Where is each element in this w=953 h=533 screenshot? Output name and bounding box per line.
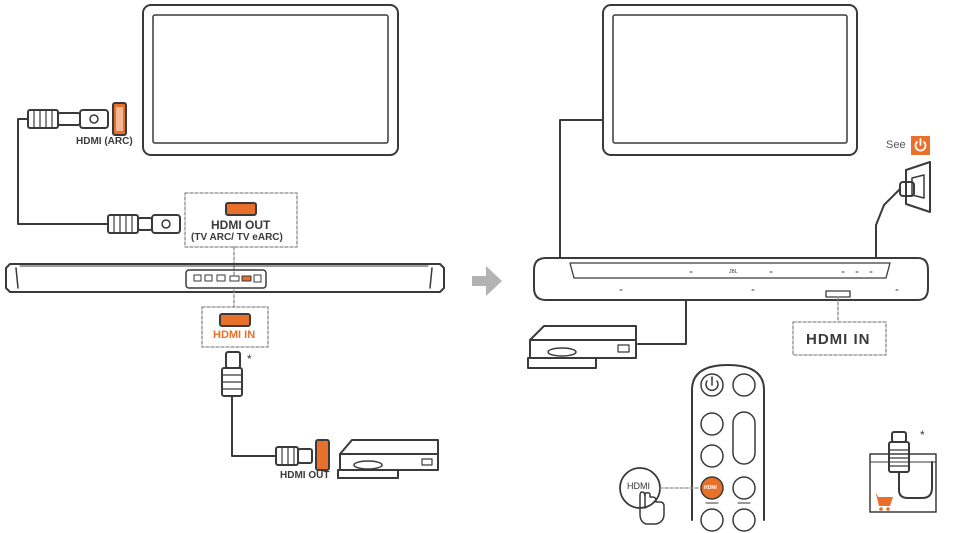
hdmi-cable-source-to-soundbar — [221, 351, 313, 466]
soundbar-hdmi-out-label: HDMI OUT — [211, 218, 271, 232]
remote-hdmi-button-label: HDMI — [627, 481, 650, 491]
hdmi-in-port-icon — [219, 313, 251, 327]
source-hdmi-out-port — [315, 439, 330, 471]
soundbar-hdmi-in-label: HDMI IN — [213, 329, 256, 341]
disc-player-left — [337, 439, 439, 479]
tv-to-soundbar-cable — [559, 119, 604, 259]
right-hdmi-in-callout-box — [792, 321, 887, 356]
tv-left — [142, 4, 399, 156]
remote-power-icon — [705, 376, 719, 391]
see-text: See — [886, 139, 906, 151]
disc-player-right — [527, 325, 637, 369]
power-plug — [875, 181, 915, 259]
arrow-right-icon — [472, 266, 502, 296]
cart-cable-asterisk: * — [920, 428, 925, 442]
remote-hdmi-key-label: HDMI — [704, 485, 717, 491]
hdmi-cable-purchase-box — [869, 431, 937, 513]
hdmi-out-callout-box — [184, 192, 298, 248]
tv-right — [602, 4, 858, 156]
hdmi-cable-tv-to-soundbar — [17, 109, 181, 234]
remote-control — [691, 364, 765, 532]
tv-hdmi-arc-port — [112, 102, 127, 136]
shopping-cart-icon — [872, 494, 893, 511]
source-hdmi-out-label: HDMI OUT — [280, 470, 330, 481]
disc-icon — [353, 460, 383, 470]
hand-pointer-icon — [639, 491, 665, 525]
left-cable-asterisk: * — [247, 352, 252, 366]
hdmi-out-port-icon — [225, 202, 257, 216]
remote-power-button[interactable] — [700, 373, 724, 397]
wall-socket — [905, 161, 931, 213]
soundbar-hdmi-out-sublabel: (TV ARC/ TV eARC) — [191, 232, 283, 243]
right-hdmi-in-label: HDMI IN — [806, 331, 871, 348]
soundbar-to-source-cable — [637, 299, 687, 345]
tv-hdmi-arc-label: HDMI (ARC) — [76, 136, 133, 147]
soundbar-logo: JBL — [729, 269, 738, 275]
soundbar-right — [533, 257, 929, 301]
soundbar-left — [5, 263, 445, 293]
remote-hdmi-key[interactable] — [700, 476, 724, 500]
power-icon — [914, 138, 927, 152]
hdmi-in-callout-box — [201, 306, 269, 348]
